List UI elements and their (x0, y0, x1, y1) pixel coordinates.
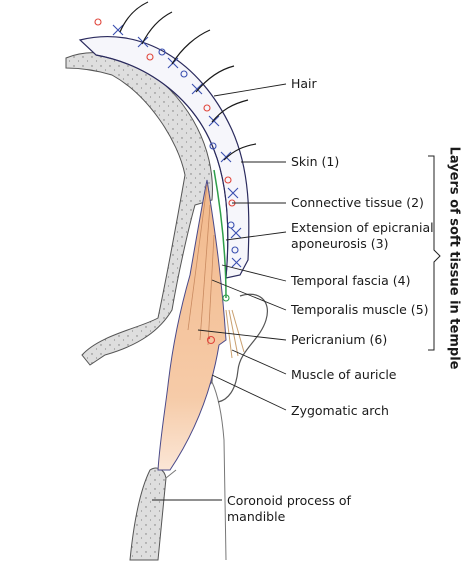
epicranial-aponeurosis-label: Extension of epicranial aponeurosis (3) (291, 220, 434, 251)
coronoid-process-label: Coronoid process of mandible (227, 493, 351, 524)
coronoid-process (129, 467, 167, 561)
zygomatic-arch-label: Zygomatic arch (291, 403, 389, 418)
auricular-muscle-fibers (225, 309, 245, 359)
temporal-fascia-label: Temporal fascia (4) (291, 273, 411, 288)
hair-label: Hair (291, 76, 317, 91)
skin-label: Skin (1) (291, 154, 340, 169)
muscle-of-auricle-label: Muscle of auricle (291, 367, 397, 382)
connective-tissue-label: Connective tissue (2) (291, 195, 424, 210)
vessel-dots (94, 18, 239, 345)
hair-strands (119, 1, 257, 161)
pericranium-label: Pericranium (6) (291, 332, 388, 347)
connective-tissue-crosses (112, 24, 242, 268)
skull-bone (65, 52, 213, 366)
temporalis-muscle-label: Temporalis muscle (5) (291, 302, 429, 317)
auricle (217, 293, 268, 403)
leader-lines (152, 83, 287, 501)
layers-bracket (428, 155, 441, 351)
temporalis-muscle (157, 179, 227, 471)
layers-bracket-title: Layers of soft tissue in temple (446, 146, 462, 370)
